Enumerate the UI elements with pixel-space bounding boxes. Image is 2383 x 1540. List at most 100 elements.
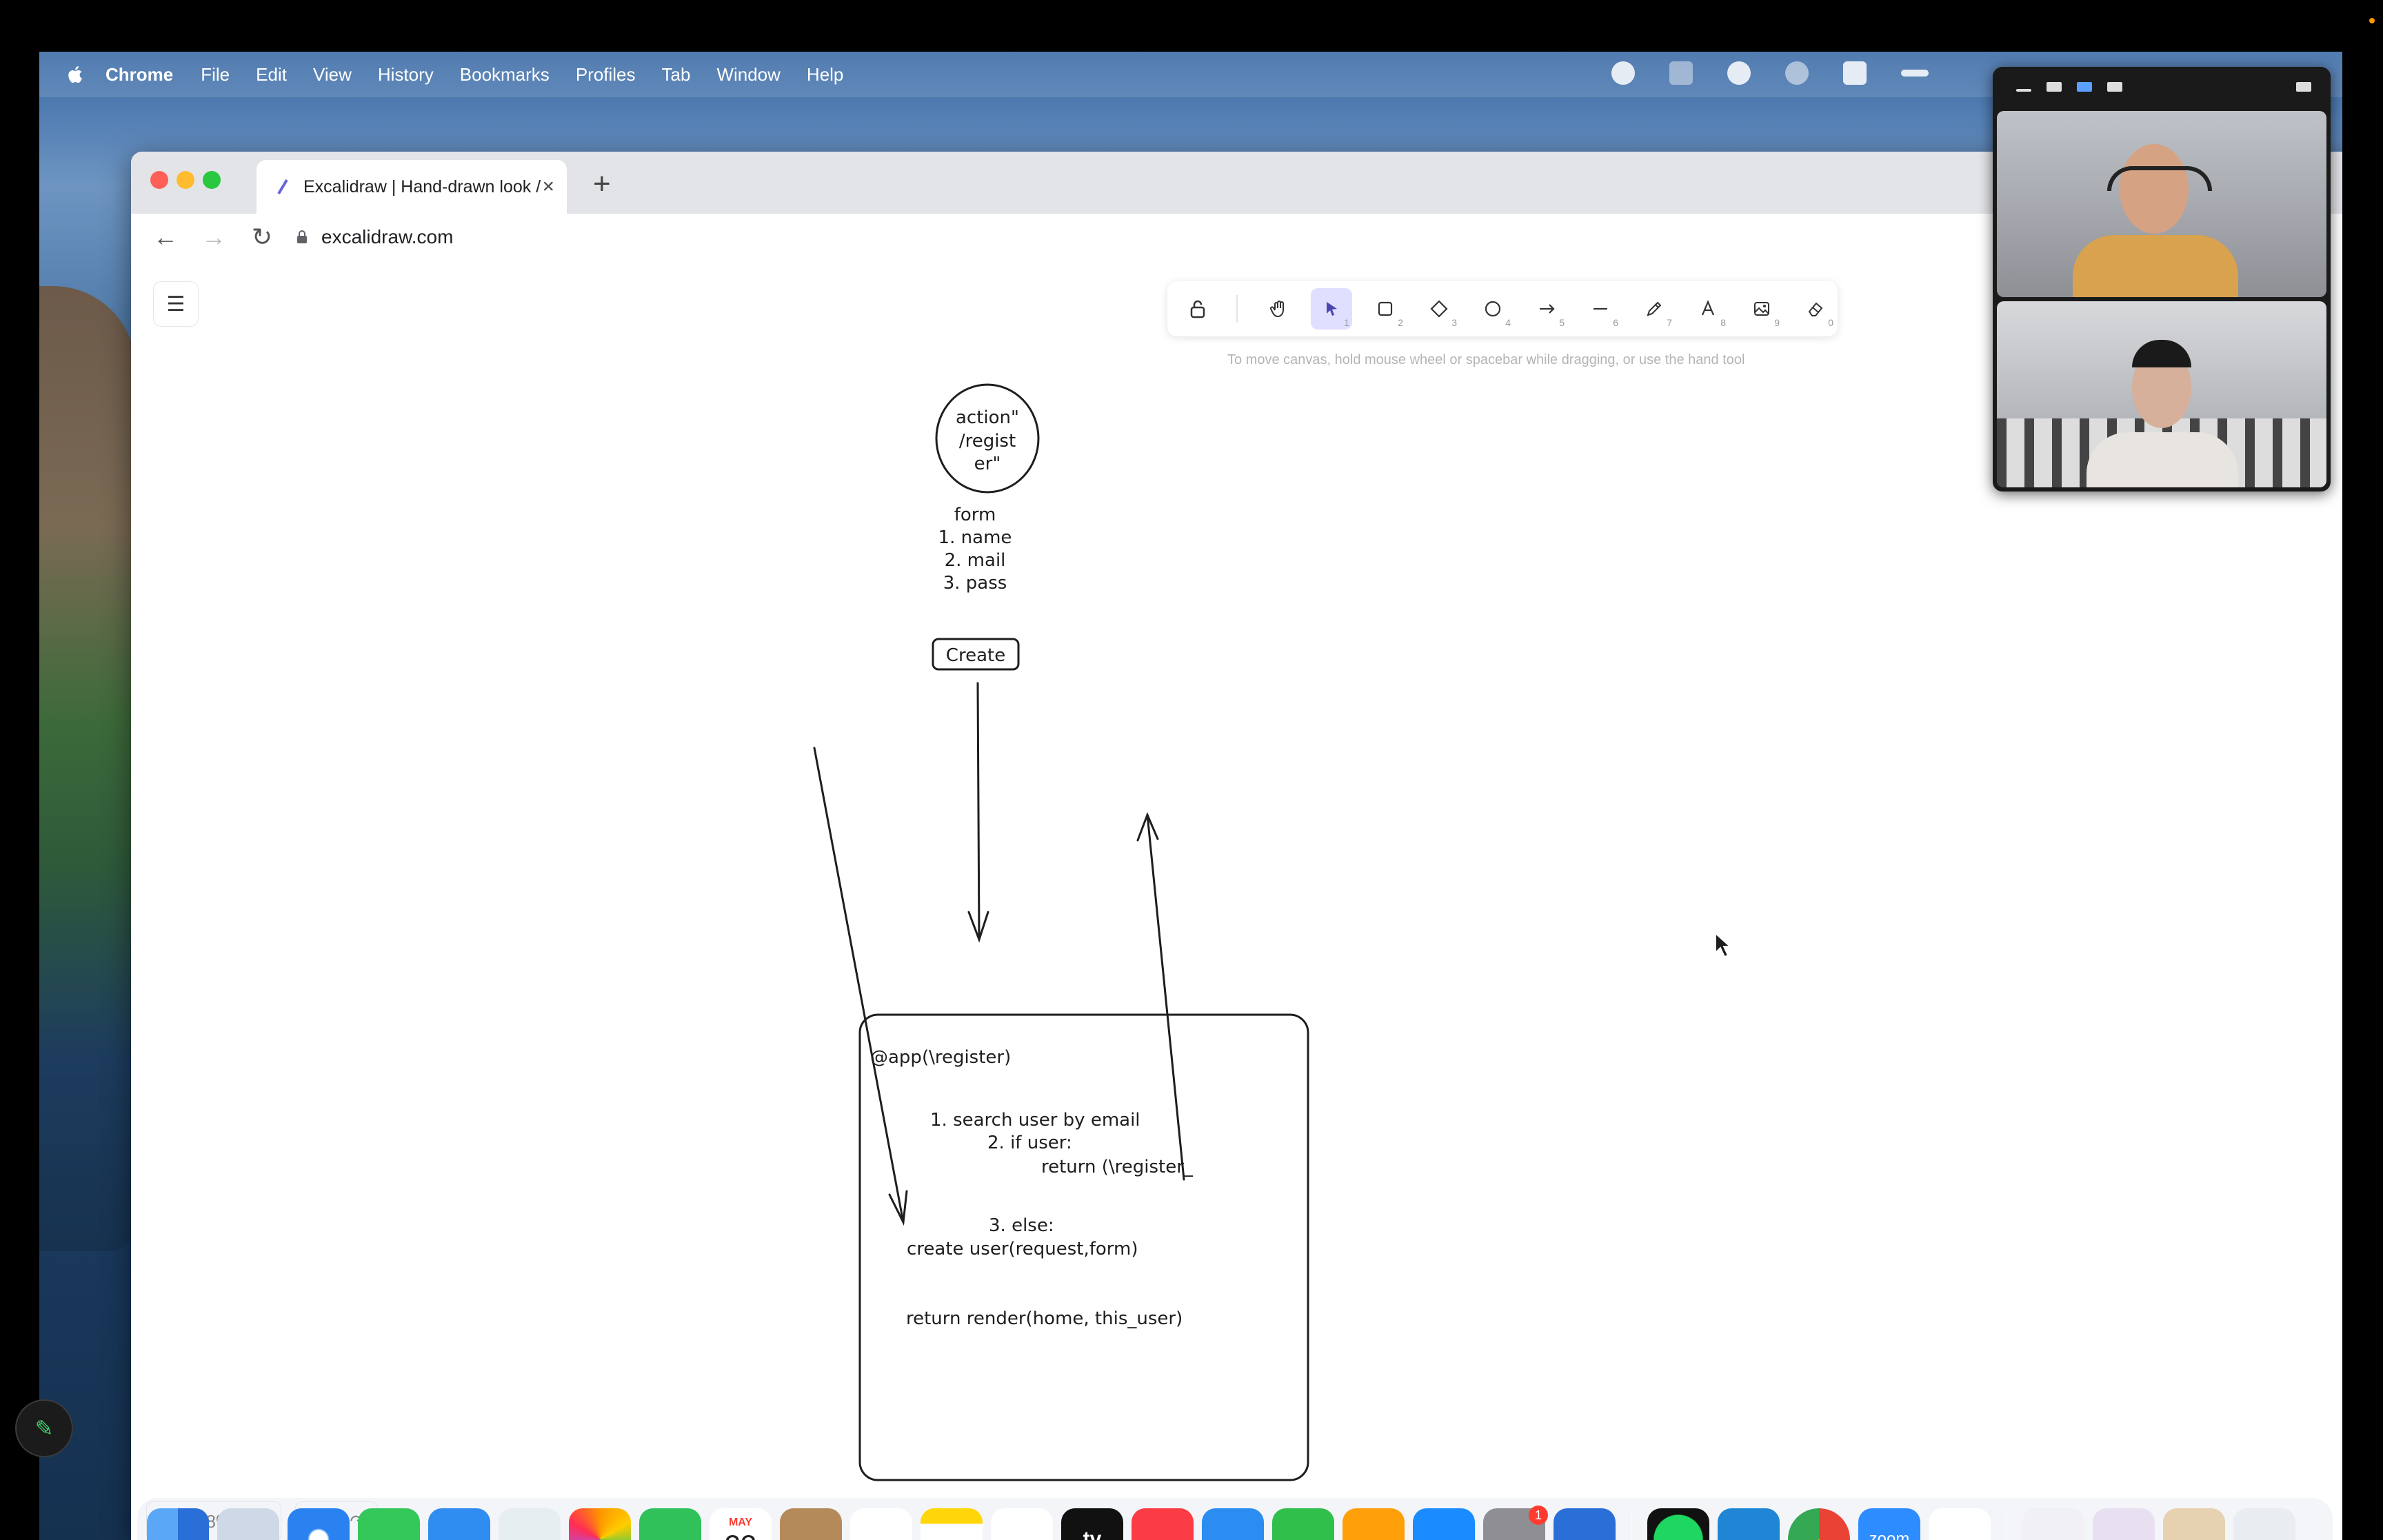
- tool-rectangle[interactable]: 2: [1365, 288, 1406, 330]
- messages-icon[interactable]: [358, 1508, 420, 1540]
- close-tab-icon[interactable]: ×: [542, 175, 554, 198]
- screen-sharing-icon[interactable]: [1554, 1508, 1616, 1540]
- recent-window-thumbnail[interactable]: [2093, 1508, 2155, 1540]
- tool-key: 5: [1559, 317, 1565, 328]
- main-menu-button[interactable]: ☰: [153, 281, 199, 327]
- grid-view-icon[interactable]: [2107, 82, 2122, 92]
- reminders-icon[interactable]: [850, 1508, 912, 1540]
- launchpad-icon[interactable]: [217, 1508, 279, 1540]
- single-view-icon[interactable]: [2047, 82, 2062, 92]
- vpn-shield-icon[interactable]: [1727, 61, 1751, 85]
- video-call-window[interactable]: [1993, 67, 2331, 492]
- calendar-month: MAY: [728, 1517, 753, 1528]
- menu-bar: Chrome File Edit View History Bookmarks …: [39, 52, 2342, 97]
- contacts-icon[interactable]: [780, 1508, 842, 1540]
- toolbar-divider: [1236, 295, 1238, 323]
- create-button-label: Create: [946, 645, 1005, 666]
- arrow-diagonal-head: [888, 1190, 908, 1226]
- tool-pencil[interactable]: 7: [1633, 288, 1675, 330]
- tool-diamond[interactable]: 3: [1418, 288, 1460, 330]
- freeform-icon[interactable]: [991, 1508, 1053, 1540]
- participant-video-1[interactable]: [1997, 111, 2326, 297]
- create-button-shape[interactable]: [932, 638, 1020, 671]
- siri-icon[interactable]: [1785, 61, 1809, 85]
- chrome-icon[interactable]: [1788, 1508, 1850, 1540]
- photos-icon[interactable]: [569, 1508, 631, 1540]
- menu-view[interactable]: View: [312, 63, 352, 85]
- mail-icon[interactable]: [428, 1508, 490, 1540]
- url-field[interactable]: excalidraw.com: [296, 226, 453, 248]
- finder-icon[interactable]: [147, 1508, 209, 1540]
- menu-window[interactable]: Window: [716, 63, 781, 85]
- zoom-app-icon[interactable]: zoom: [1858, 1508, 1920, 1540]
- recent-window-thumbnail[interactable]: [2022, 1508, 2084, 1540]
- slack-icon[interactable]: [1929, 1508, 1991, 1540]
- input-source-icon[interactable]: [1843, 61, 1867, 85]
- tab-title: Excalidraw | Hand-drawn look /: [303, 176, 541, 196]
- music-icon[interactable]: [1132, 1508, 1194, 1540]
- arrow-diagonal[interactable]: [813, 747, 905, 1224]
- rectangle-icon: [1378, 301, 1393, 316]
- arrow-down[interactable]: [976, 682, 981, 941]
- maps-icon[interactable]: [499, 1508, 561, 1540]
- pages-icon[interactable]: [1343, 1508, 1405, 1540]
- code-box[interactable]: [858, 1013, 1309, 1481]
- app-store-icon[interactable]: [1413, 1508, 1475, 1540]
- apple-icon[interactable]: [66, 64, 86, 85]
- notes-icon[interactable]: [921, 1508, 983, 1540]
- close-window-button[interactable]: [150, 171, 168, 189]
- tool-lock[interactable]: [1177, 288, 1218, 330]
- new-tab-button[interactable]: +: [593, 167, 611, 201]
- stacked-view-icon[interactable]: [2077, 82, 2092, 92]
- apple-tv-icon[interactable]: tv: [1061, 1508, 1123, 1540]
- vscode-icon[interactable]: [1718, 1508, 1780, 1540]
- tab-bar: Excalidraw | Hand-drawn look / × +: [131, 152, 2342, 214]
- excalidraw-canvas[interactable]: ☰ 1 2 3: [131, 261, 2342, 1540]
- downloads-folder-icon[interactable]: [2163, 1508, 2225, 1540]
- tool-arrow[interactable]: 5: [1526, 288, 1567, 330]
- menu-tab[interactable]: Tab: [661, 63, 691, 85]
- menu-app-name[interactable]: Chrome: [105, 63, 174, 85]
- circle-line-1: action": [956, 407, 1019, 428]
- menu-help[interactable]: Help: [806, 63, 844, 85]
- reload-icon[interactable]: ↻: [251, 223, 273, 251]
- back-icon[interactable]: ←: [153, 223, 178, 251]
- trash-icon[interactable]: [2233, 1508, 2295, 1540]
- tool-text[interactable]: 8: [1687, 288, 1729, 330]
- system-settings-icon[interactable]: 1: [1483, 1506, 1548, 1540]
- screen-share-icon[interactable]: [1669, 61, 1693, 85]
- minimize-icon[interactable]: [2016, 89, 2031, 92]
- dock-separator: [2006, 1512, 2007, 1540]
- arrow-up-head: [1136, 811, 1159, 842]
- zoom-window-button[interactable]: [203, 171, 221, 189]
- url-text: excalidraw.com: [321, 226, 454, 247]
- facetime-icon[interactable]: [639, 1508, 701, 1540]
- grammarly-icon[interactable]: [1611, 61, 1635, 85]
- tool-ellipse[interactable]: 4: [1472, 288, 1514, 330]
- action-circle[interactable]: [935, 383, 1040, 494]
- calendar-icon[interactable]: MAY 23: [710, 1508, 772, 1540]
- numbers-icon[interactable]: [1272, 1508, 1334, 1540]
- battery-icon[interactable]: [1901, 70, 1929, 77]
- tool-image[interactable]: 9: [1741, 288, 1782, 330]
- menu-profiles[interactable]: Profiles: [575, 63, 636, 85]
- minimize-window-button[interactable]: [177, 171, 194, 189]
- menu-bookmarks[interactable]: Bookmarks: [459, 63, 550, 85]
- arrow-up[interactable]: [1146, 813, 1185, 1181]
- spotify-icon[interactable]: [1647, 1508, 1709, 1540]
- annotate-pen-button[interactable]: ✎: [15, 1399, 73, 1457]
- tool-eraser[interactable]: 0: [1795, 288, 1836, 330]
- menu-file[interactable]: File: [201, 63, 230, 85]
- tool-hand[interactable]: [1258, 288, 1300, 330]
- menu-edit[interactable]: Edit: [256, 63, 287, 85]
- safari-icon[interactable]: [288, 1508, 350, 1540]
- participant-video-2[interactable]: [1997, 301, 2326, 487]
- forward-icon[interactable]: →: [201, 223, 226, 251]
- tool-line[interactable]: 6: [1580, 288, 1621, 330]
- expand-icon[interactable]: [2296, 82, 2311, 92]
- participant-1-body: [2073, 235, 2238, 297]
- tool-selection[interactable]: 1: [1311, 288, 1352, 330]
- keynote-icon[interactable]: [1202, 1508, 1264, 1540]
- tab-excalidraw[interactable]: Excalidraw | Hand-drawn look / ×: [257, 160, 567, 214]
- menu-history[interactable]: History: [377, 63, 434, 85]
